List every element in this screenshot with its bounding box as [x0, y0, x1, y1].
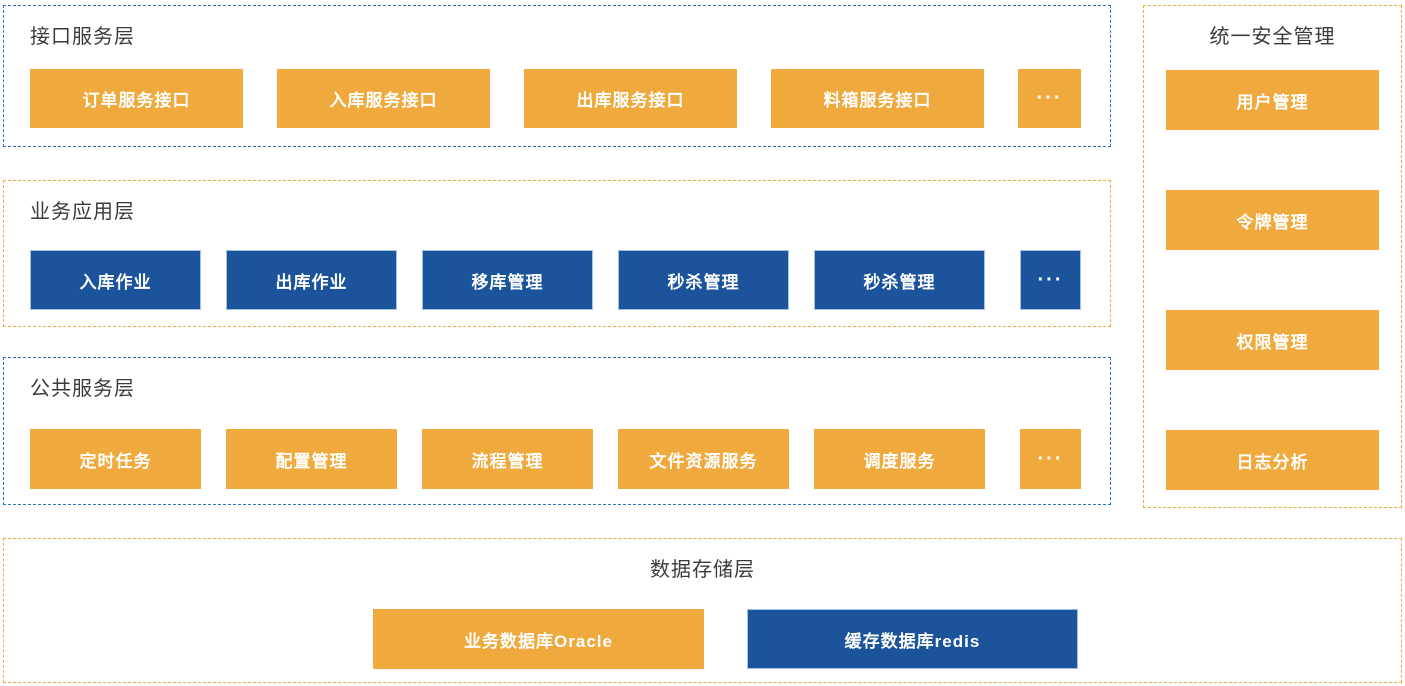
box-redis-database: 缓存数据库redis: [747, 609, 1078, 669]
panel-unified-security: 统一安全管理 用户管理 令牌管理 权限管理 日志分析: [1143, 5, 1402, 508]
box-user-management: 用户管理: [1166, 70, 1379, 130]
box-order-service-api: 订单服务接口: [30, 69, 243, 128]
more-ellipsis-interface: ···: [1018, 69, 1081, 128]
box-outbound-service-api: 出库服务接口: [524, 69, 737, 128]
box-bin-service-api: 料箱服务接口: [771, 69, 984, 128]
box-inbound-service-api: 入库服务接口: [277, 69, 490, 128]
box-flash-sale-management-1: 秒杀管理: [618, 250, 789, 310]
box-permission-management: 权限管理: [1166, 310, 1379, 370]
box-flash-sale-management-2: 秒杀管理: [814, 250, 985, 310]
box-log-analysis: 日志分析: [1166, 430, 1379, 490]
common-button-row: 定时任务 配置管理 流程管理 文件资源服务 调度服务 ···: [30, 429, 1081, 489]
layer-common-services: 公共服务层 定时任务 配置管理 流程管理 文件资源服务 调度服务 ···: [3, 357, 1111, 505]
box-inbound-operations: 入库作业: [30, 250, 201, 310]
layer-data-storage: 数据存储层 业务数据库Oracle 缓存数据库redis: [3, 538, 1402, 683]
layer-title-storage: 数据存储层: [650, 559, 755, 581]
layer-title-interface: 接口服务层: [30, 26, 135, 48]
box-scheduled-tasks: 定时任务: [30, 429, 201, 489]
box-process-management: 流程管理: [422, 429, 593, 489]
layer-interface-services: 接口服务层 订单服务接口 入库服务接口 出库服务接口 料箱服务接口 ···: [3, 5, 1111, 147]
more-ellipsis-business: ···: [1020, 250, 1081, 310]
box-dispatch-service: 调度服务: [814, 429, 985, 489]
box-config-management: 配置管理: [226, 429, 397, 489]
box-relocation-management: 移库管理: [422, 250, 593, 310]
box-token-management: 令牌管理: [1166, 190, 1379, 250]
box-oracle-database: 业务数据库Oracle: [373, 609, 704, 669]
business-button-row: 入库作业 出库作业 移库管理 秒杀管理 秒杀管理 ···: [30, 250, 1081, 310]
more-ellipsis-common: ···: [1020, 429, 1081, 489]
box-outbound-operations: 出库作业: [226, 250, 397, 310]
interface-button-row: 订单服务接口 入库服务接口 出库服务接口 料箱服务接口 ···: [30, 69, 1081, 128]
layer-title-business: 业务应用层: [30, 201, 135, 223]
layer-title-common: 公共服务层: [30, 378, 135, 400]
panel-title-security: 统一安全管理: [1209, 26, 1336, 48]
box-file-resource-service: 文件资源服务: [618, 429, 789, 489]
layer-business-application: 业务应用层 入库作业 出库作业 移库管理 秒杀管理 秒杀管理 ···: [3, 180, 1111, 327]
